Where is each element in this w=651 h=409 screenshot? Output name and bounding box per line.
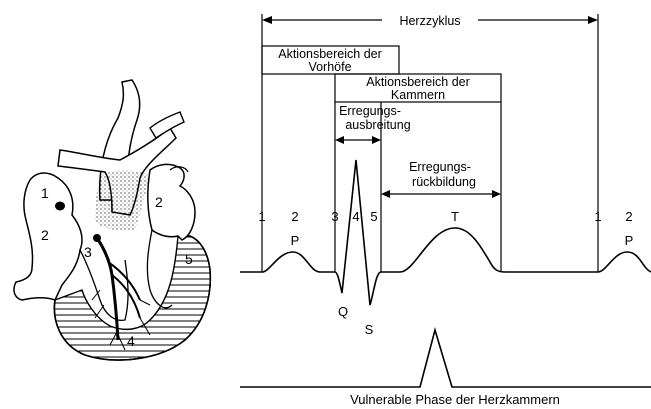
- heart-label-5: 5: [185, 251, 193, 267]
- heart-label-1: 1: [41, 185, 49, 201]
- marker-7: 2: [625, 209, 632, 224]
- wave-p-first: P: [291, 233, 300, 248]
- wave-t: T: [451, 209, 459, 224]
- excitation-spread-line2: ausbreitung: [345, 118, 410, 132]
- heart-label-2-left: 2: [155, 194, 163, 210]
- cycle-arrowhead-left: [262, 16, 272, 24]
- marker-2: 2: [291, 209, 298, 224]
- excitation-spread-line1: Erregungs-: [339, 104, 401, 118]
- atria-box-label-line2: Vorhöfe: [308, 60, 351, 74]
- marker-1: 1: [258, 209, 265, 224]
- ventricle-box-label-line2: Kammern: [391, 88, 445, 102]
- marker-6: 1: [594, 209, 601, 224]
- spread-arrowhead-right: [372, 136, 381, 144]
- excitation-recovery-line1: Erregungs-: [409, 160, 471, 174]
- vulnerable-phase-trace: [240, 330, 651, 387]
- wave-p-second: P: [625, 233, 634, 248]
- ventricle-box-label-line1: Aktionsbereich der: [366, 75, 470, 89]
- excitation-recovery-line2: rückbildung: [412, 175, 476, 189]
- heart-illustration: 1 2 2 3 4 5: [14, 80, 210, 360]
- wave-q: Q: [338, 304, 348, 319]
- marker-4: 4: [352, 209, 359, 224]
- sinus-node: [55, 202, 65, 211]
- cycle-arrowhead-right: [588, 16, 598, 24]
- heart-label-2-right: 2: [41, 227, 49, 243]
- spread-arrowhead-left: [335, 136, 344, 144]
- marker-3: 3: [331, 209, 338, 224]
- recovery-arrowhead-right: [492, 190, 501, 198]
- septum-stipple: [95, 170, 150, 230]
- recovery-arrowhead-left: [381, 190, 390, 198]
- marker-5: 5: [370, 209, 377, 224]
- atria-box-label-line1: Aktionsbereich der: [278, 47, 382, 61]
- wave-s: S: [365, 322, 374, 337]
- cycle-label: Herzzyklus: [399, 14, 460, 28]
- heart-label-4: 4: [127, 333, 135, 349]
- heart-label-3: 3: [84, 244, 92, 260]
- vulnerable-phase-label: Vulnerable Phase der Herzkammern: [350, 392, 560, 407]
